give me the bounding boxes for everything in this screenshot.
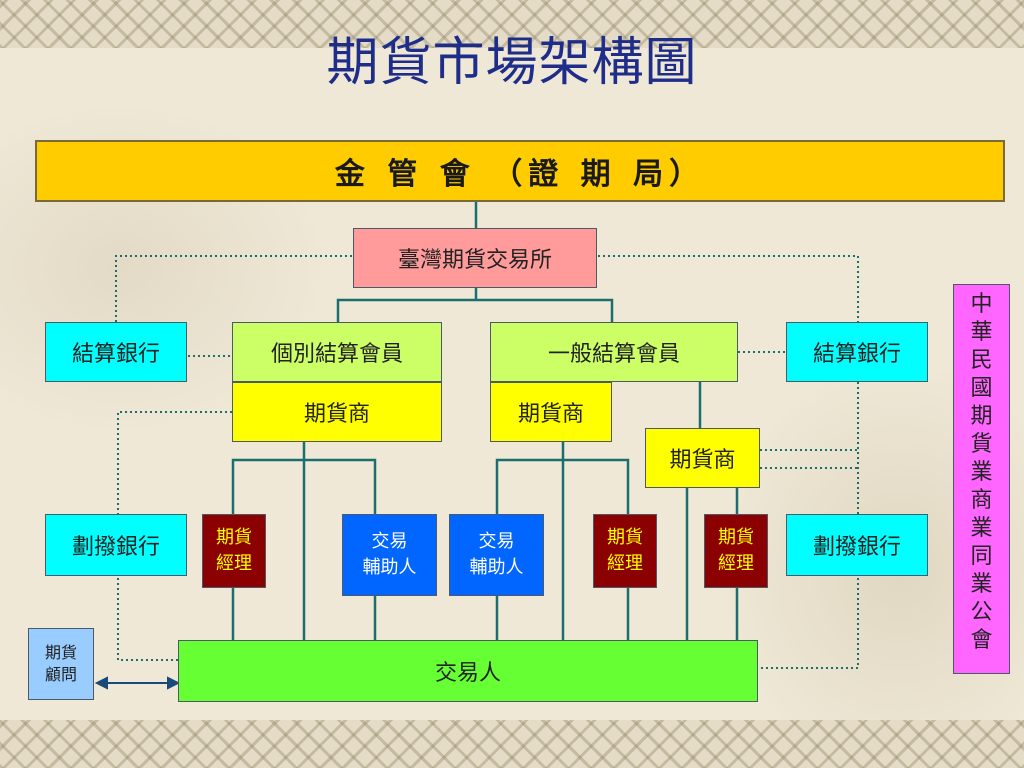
fcm-right-box: 期貨商 (645, 428, 760, 488)
slide-title: 期貨市場架構圖 (326, 33, 698, 93)
futures-advisor-box: 期貨 顧問 (28, 628, 94, 700)
decorative-border-top (0, 0, 1024, 48)
dotted-exchange-left-bank (115, 255, 352, 322)
dotted-transfer-bank-right-traders (757, 578, 859, 669)
transfer-bank-left-box: 劃撥銀行 (45, 514, 187, 576)
introducing-broker-box-1: 交易 輔助人 (342, 514, 437, 596)
individual-clearing-member-box: 個別結算會員 (232, 322, 442, 382)
introducing-broker-box-2: 交易 輔助人 (449, 514, 544, 596)
dotted-exchange-right-bank (598, 255, 859, 322)
clearing-bank-left-box: 結算銀行 (45, 322, 187, 382)
fcm-middle-box: 期貨商 (490, 382, 612, 442)
futures-manager-box-3: 期貨 經理 (704, 514, 768, 588)
arrowhead-left (94, 676, 108, 690)
fcm-left-box: 期貨商 (232, 382, 442, 442)
line-exchange-members (336, 298, 614, 322)
futures-manager-box-1: 期貨 經理 (202, 514, 266, 588)
regulator-box: 金 管 會 （證 期 局） (35, 140, 1005, 202)
dotted-fcm-right-transfer-bank (760, 449, 859, 514)
arrowhead-right (167, 676, 181, 690)
clearing-bank-right-box: 結算銀行 (786, 322, 928, 382)
exchange-box: 臺灣期貨交易所 (353, 228, 597, 288)
transfer-bank-right-box: 劃撥銀行 (786, 514, 928, 576)
decorative-border-bottom (0, 720, 1024, 768)
traders-box: 交易人 (178, 640, 758, 702)
general-clearing-member-box: 一般結算會員 (490, 322, 738, 382)
dotted-fcm-left-transfer-bank (117, 411, 232, 514)
futures-association-box: 中 華 民 國 期 貨 業 商 業 同 業 公 會 (953, 284, 1010, 674)
dotted-transfer-bank-left-traders (117, 578, 178, 661)
futures-manager-box-2: 期貨 經理 (593, 514, 657, 588)
